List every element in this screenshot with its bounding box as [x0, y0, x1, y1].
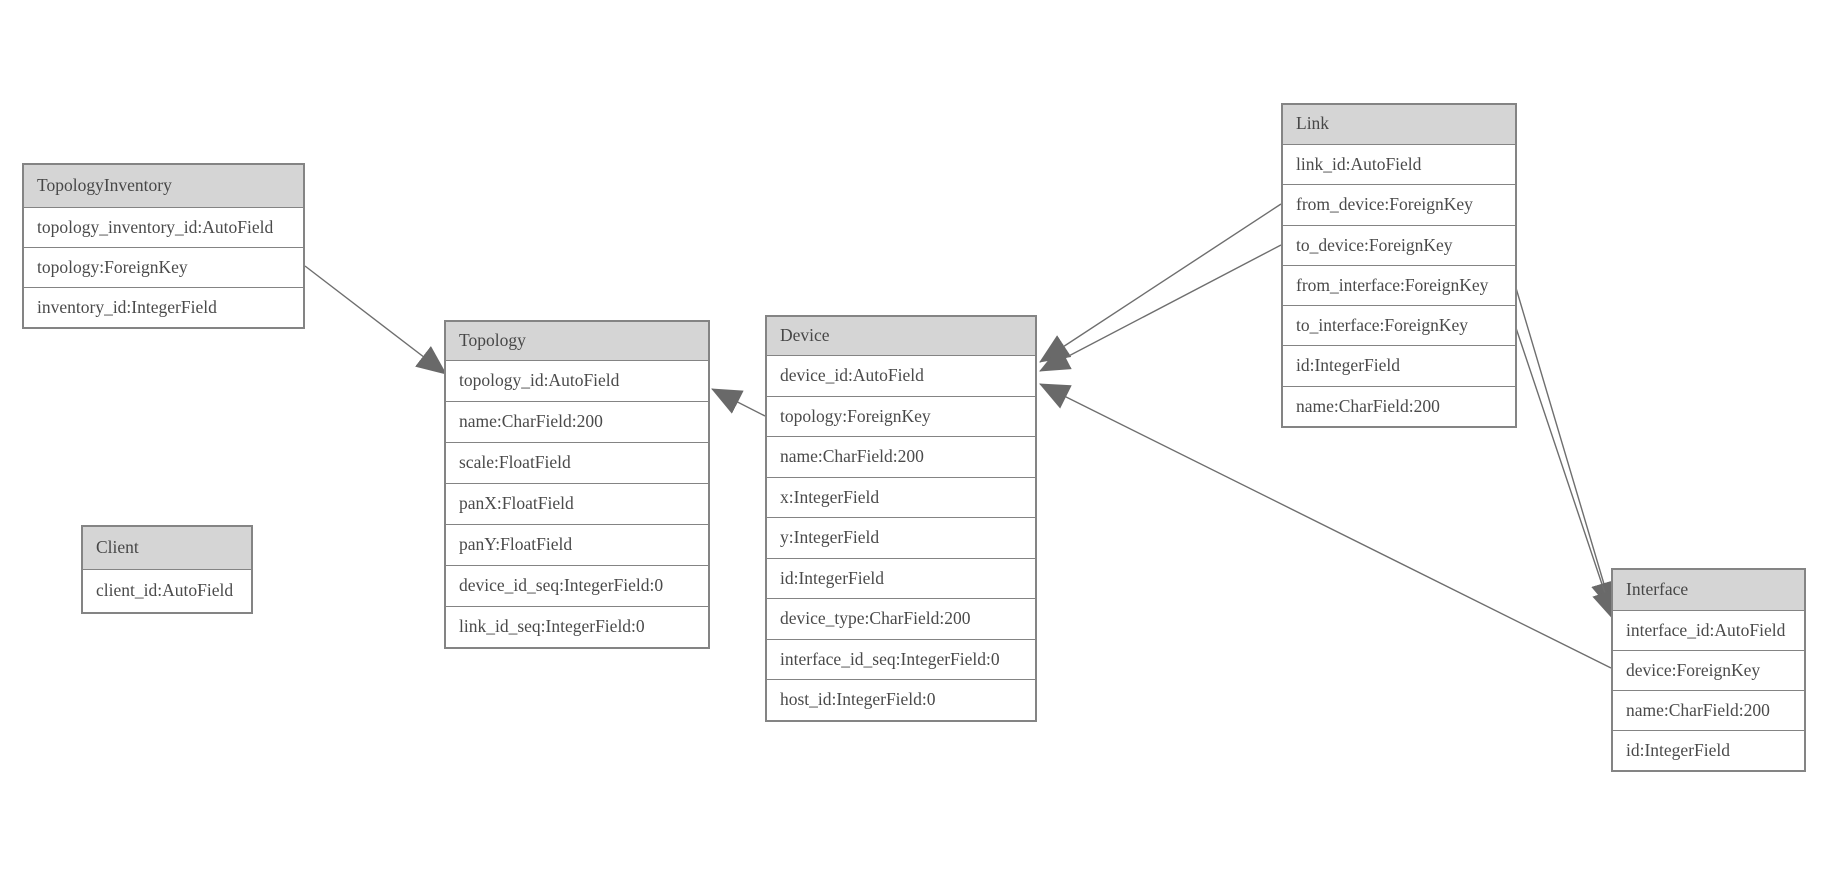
- entity-field-row: x:IntegerField: [767, 476, 1035, 517]
- entity-field-row: topology:ForeignKey: [767, 395, 1035, 436]
- relationship-line-link-from-interface: [1515, 287, 1617, 612]
- entity-field-row: topology:ForeignKey: [24, 247, 303, 287]
- entity-field-row: link_id:AutoField: [1283, 144, 1515, 185]
- entity-field-row: id:IntegerField: [1613, 730, 1804, 770]
- entity-field-row: device_type:CharField:200: [767, 598, 1035, 639]
- relationship-line-link-to-device: [1039, 244, 1282, 372]
- relationship-line-link-to-interface: [1515, 327, 1618, 621]
- entity-field-row: device:ForeignKey: [1613, 650, 1804, 690]
- entity-field-row: to_interface:ForeignKey: [1283, 305, 1515, 346]
- entity-title-topology: Topology: [446, 322, 708, 360]
- entity-field-row: interface_id_seq:IntegerField:0: [767, 638, 1035, 679]
- entity-title-client: Client: [83, 527, 251, 569]
- entity-field-row: client_id:AutoField: [83, 569, 251, 612]
- entity-field-row: device_id:AutoField: [767, 355, 1035, 396]
- entity-field-row: device_id_seq:IntegerField:0: [446, 565, 708, 606]
- entity-field-row: name:CharField:200: [767, 436, 1035, 477]
- entity-title-link: Link: [1283, 105, 1515, 144]
- entity-field-row: name:CharField:200: [1613, 690, 1804, 730]
- relationship-line-device-topology: [711, 388, 766, 417]
- entity-field-row: id:IntegerField: [767, 557, 1035, 598]
- entity-field-row: name:CharField:200: [446, 401, 708, 442]
- entity-field-row: interface_id:AutoField: [1613, 610, 1804, 650]
- entity-title-topology-inventory: TopologyInventory: [24, 165, 303, 207]
- entity-field-row: scale:FloatField: [446, 442, 708, 483]
- entity-field-row: name:CharField:200: [1283, 385, 1515, 427]
- entity-field-row: y:IntegerField: [767, 517, 1035, 558]
- relationship-line-link-from-device: [1039, 203, 1282, 363]
- entity-title-device: Device: [767, 317, 1035, 355]
- entity-field-row: to_device:ForeignKey: [1283, 224, 1515, 265]
- entity-title-interface: Interface: [1613, 570, 1804, 610]
- entity-field-row: panY:FloatField: [446, 524, 708, 565]
- entity-field-row: from_interface:ForeignKey: [1283, 264, 1515, 306]
- entity-field-row: topology_inventory_id:AutoField: [24, 207, 303, 247]
- entity-field-row: topology_id:AutoField: [446, 360, 708, 401]
- entity-field-row: inventory_id:IntegerField: [24, 287, 303, 327]
- entity-field-row: link_id_seq:IntegerField:0: [446, 606, 708, 647]
- entity-field-row: host_id:IntegerField:0: [767, 679, 1035, 720]
- entity-field-row: from_device:ForeignKey: [1283, 184, 1515, 225]
- entity-field-row: panX:FloatField: [446, 483, 708, 524]
- relationship-line-topologyinventory-topology: [304, 265, 447, 375]
- entity-field-row: id:IntegerField: [1283, 345, 1515, 386]
